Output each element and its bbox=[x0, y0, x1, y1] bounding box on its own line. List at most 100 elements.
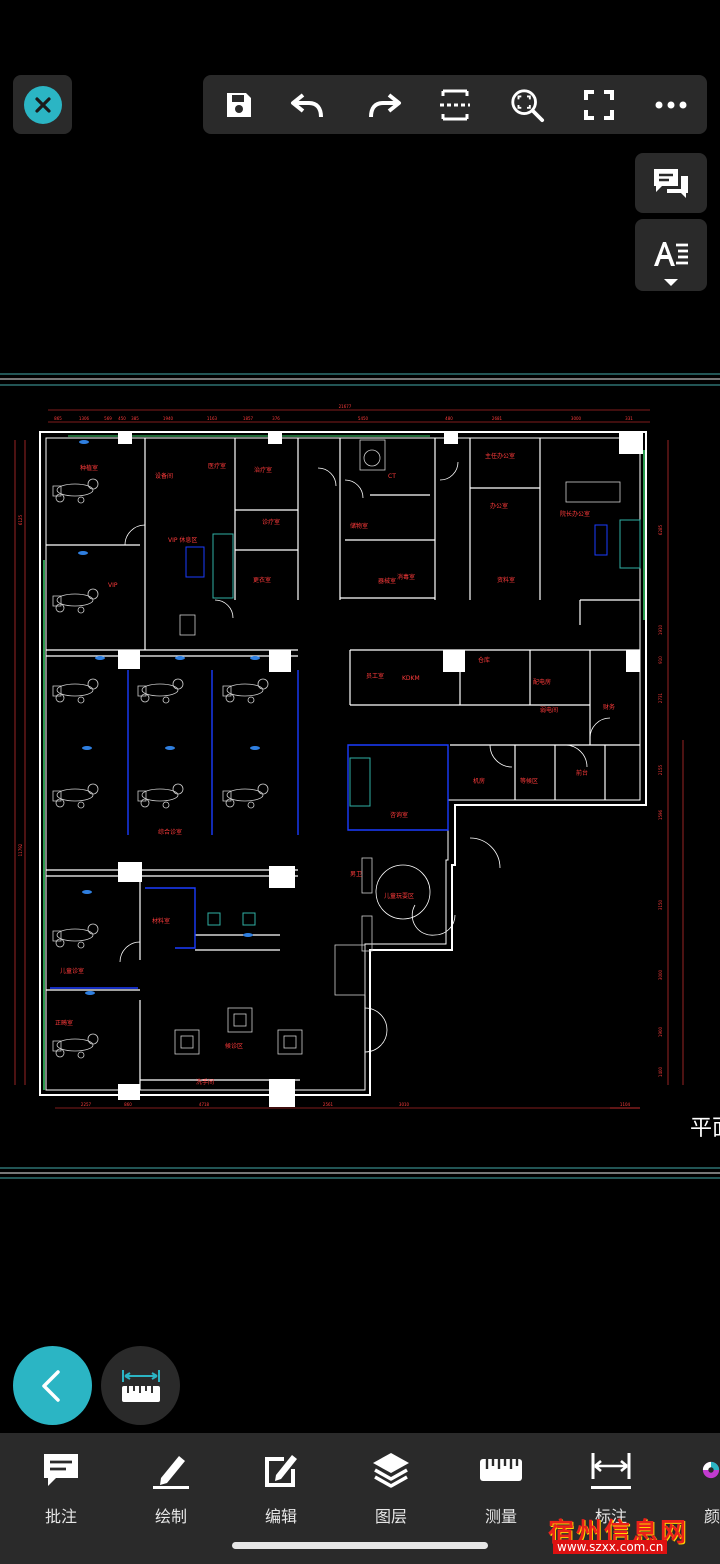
dental-chair-symbol bbox=[52, 1033, 99, 1059]
dimension-button[interactable]: 标注 bbox=[566, 1447, 656, 1547]
room-label: 材料室 bbox=[152, 917, 170, 925]
top-dim-label: 2681 bbox=[492, 416, 503, 421]
undo-icon[interactable] bbox=[289, 87, 325, 123]
close-button[interactable] bbox=[13, 75, 72, 134]
right-dim-label: 1596 bbox=[658, 809, 663, 820]
dimension-icon bbox=[566, 1447, 656, 1493]
draw-button[interactable]: 绘制 bbox=[126, 1447, 216, 1547]
dental-chair-symbol bbox=[52, 478, 99, 504]
color-icon bbox=[676, 1447, 720, 1493]
room-label: 院长办公室 bbox=[560, 510, 590, 518]
drawing-title-fragment: 平面 bbox=[690, 1116, 720, 1141]
room-label: 综合诊室 bbox=[158, 828, 182, 836]
right-dim-label: 3150 bbox=[658, 899, 663, 910]
quick-measure-button[interactable] bbox=[101, 1346, 180, 1425]
top-dim-label: 376 bbox=[272, 416, 280, 421]
top-total-dim: 21677 bbox=[339, 404, 352, 409]
bottom-dim-label: 1104 bbox=[620, 1102, 631, 1107]
top-dim-label: 450 bbox=[118, 416, 126, 421]
room-label: 机房 bbox=[473, 777, 485, 785]
edit-button[interactable]: 编辑 bbox=[236, 1447, 326, 1547]
top-dim-label: 385 bbox=[131, 416, 139, 421]
layers-button[interactable]: 图层 bbox=[346, 1447, 436, 1547]
right-dim-label: 1400 bbox=[658, 1066, 663, 1077]
top-dim-label: 1163 bbox=[207, 416, 218, 421]
room-label: 更衣室 bbox=[253, 576, 271, 584]
room-label: 候诊区 bbox=[225, 1042, 243, 1050]
bottom-dim-label: 860 bbox=[124, 1102, 132, 1107]
right-dim-label: 1900 bbox=[658, 1026, 663, 1037]
right-dim-label: 2731 bbox=[658, 692, 663, 703]
measure-icon bbox=[456, 1447, 546, 1493]
comment-list-button[interactable] bbox=[635, 153, 707, 213]
room-label: 男卫 bbox=[350, 871, 362, 878]
comment-list-icon bbox=[654, 169, 688, 198]
room-label: 儿童玩耍区 bbox=[384, 892, 414, 900]
layers-icon bbox=[346, 1447, 436, 1493]
watermark-url: www.szxx.com.cn bbox=[553, 1540, 668, 1554]
dimension-label: 标注 bbox=[594, 1507, 627, 1526]
room-label: 消毒室 bbox=[397, 573, 415, 581]
annotate-button[interactable]: 批注 bbox=[16, 1447, 106, 1547]
bottom-dim-label: 2561 bbox=[323, 1102, 334, 1107]
left-dim-label: 6125 bbox=[18, 514, 23, 525]
home-indicator bbox=[232, 1542, 488, 1549]
room-label: 资料室 bbox=[497, 576, 515, 584]
fullscreen-icon[interactable] bbox=[581, 87, 617, 123]
room-label: 儿童诊室 bbox=[60, 967, 84, 975]
room-label: 诊疗室 bbox=[262, 518, 280, 526]
bottom-dim-label: 3010 bbox=[399, 1102, 410, 1107]
room-label: VIP 休息区 bbox=[168, 536, 197, 544]
dental-chair-symbol bbox=[137, 678, 184, 704]
measure-button[interactable]: 测量 bbox=[456, 1447, 546, 1547]
dental-chair-symbol bbox=[222, 678, 269, 704]
room-label: 器械室 bbox=[378, 577, 396, 585]
edit-label: 编辑 bbox=[264, 1507, 297, 1526]
room-label: 弱电间 bbox=[540, 706, 558, 714]
room-label: 主任办公室 bbox=[485, 452, 515, 460]
zoom-fit-icon[interactable] bbox=[509, 87, 545, 123]
edit-icon bbox=[236, 1447, 326, 1493]
layers-label: 图层 bbox=[374, 1507, 407, 1526]
back-button[interactable] bbox=[13, 1346, 92, 1425]
dental-chair-symbol bbox=[52, 783, 99, 809]
draw-label: 绘制 bbox=[154, 1507, 187, 1526]
crop-view-icon[interactable] bbox=[437, 87, 473, 123]
ruler-dimension-icon bbox=[121, 1369, 160, 1402]
dental-chair-symbol bbox=[222, 783, 269, 809]
dental-chair-symbol bbox=[137, 783, 184, 809]
room-label: 仓库 bbox=[478, 656, 490, 664]
room-label: 设备间 bbox=[155, 472, 173, 480]
room-label: 前台 bbox=[576, 769, 588, 777]
text-style-button[interactable] bbox=[635, 219, 707, 291]
right-dim-label: 910 bbox=[658, 656, 663, 664]
room-label: 等候区 bbox=[520, 777, 538, 785]
bottom-dim-label: 2257 bbox=[81, 1102, 92, 1107]
close-icon bbox=[23, 85, 62, 124]
redo-icon[interactable] bbox=[367, 87, 403, 123]
room-label: 储物室 bbox=[350, 522, 368, 530]
more-icon[interactable] bbox=[653, 87, 689, 123]
color-button[interactable]: 颜 bbox=[676, 1447, 720, 1547]
save-icon[interactable] bbox=[221, 87, 257, 123]
dental-chair-symbol bbox=[52, 678, 99, 704]
room-label: CT bbox=[388, 473, 396, 480]
top-dim-label: 3000 bbox=[571, 416, 582, 421]
room-label: 财务 bbox=[603, 703, 615, 711]
room-label: 办公室 bbox=[490, 502, 508, 510]
room-label: KDKM bbox=[402, 675, 420, 682]
top-dim-label: 5450 bbox=[358, 416, 369, 421]
right-dim-label: 2155 bbox=[658, 764, 663, 775]
top-dim-label: 1940 bbox=[163, 416, 174, 421]
top-dim-label: 1306 bbox=[79, 416, 90, 421]
text-style-icon bbox=[654, 242, 688, 266]
right-dim-label: 3000 bbox=[658, 969, 663, 980]
top-dim-label: 1857 bbox=[243, 416, 254, 421]
top-dim-label: 569 bbox=[104, 416, 112, 421]
dental-chair-symbol bbox=[52, 588, 99, 614]
top-dim-label: 331 bbox=[625, 416, 633, 421]
room-label: 员工室 bbox=[366, 672, 384, 680]
right-dim-label: 6285 bbox=[658, 524, 663, 535]
top-dim-label: 480 bbox=[445, 416, 453, 421]
